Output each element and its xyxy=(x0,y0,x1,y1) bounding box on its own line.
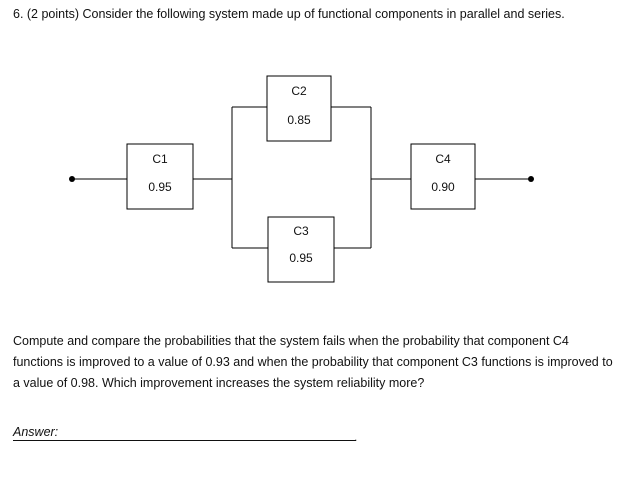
output-terminal xyxy=(528,176,534,182)
component-c1-name: C1 xyxy=(152,152,168,166)
component-c3-box xyxy=(267,216,335,283)
component-c2-name: C2 xyxy=(291,84,307,98)
component-c1-value: 0.95 xyxy=(148,180,172,194)
answer-period: . xyxy=(354,430,358,444)
component-c3-name: C3 xyxy=(293,224,309,238)
answer-line[interactable] xyxy=(13,440,356,441)
component-c4-value: 0.90 xyxy=(431,180,455,194)
answer-label: Answer: xyxy=(13,425,59,439)
component-c2-value: 0.85 xyxy=(287,113,311,127)
component-c4-name: C4 xyxy=(435,152,451,166)
component-c2-box xyxy=(266,75,332,142)
component-c4-box xyxy=(410,143,476,210)
problem-prompt: Compute and compare the probabilities th… xyxy=(13,334,613,390)
question-heading: 6. (2 points) Consider the following sys… xyxy=(13,7,565,21)
component-c1-box xyxy=(126,143,194,210)
input-terminal xyxy=(69,176,75,182)
component-c3-value: 0.95 xyxy=(289,251,313,265)
